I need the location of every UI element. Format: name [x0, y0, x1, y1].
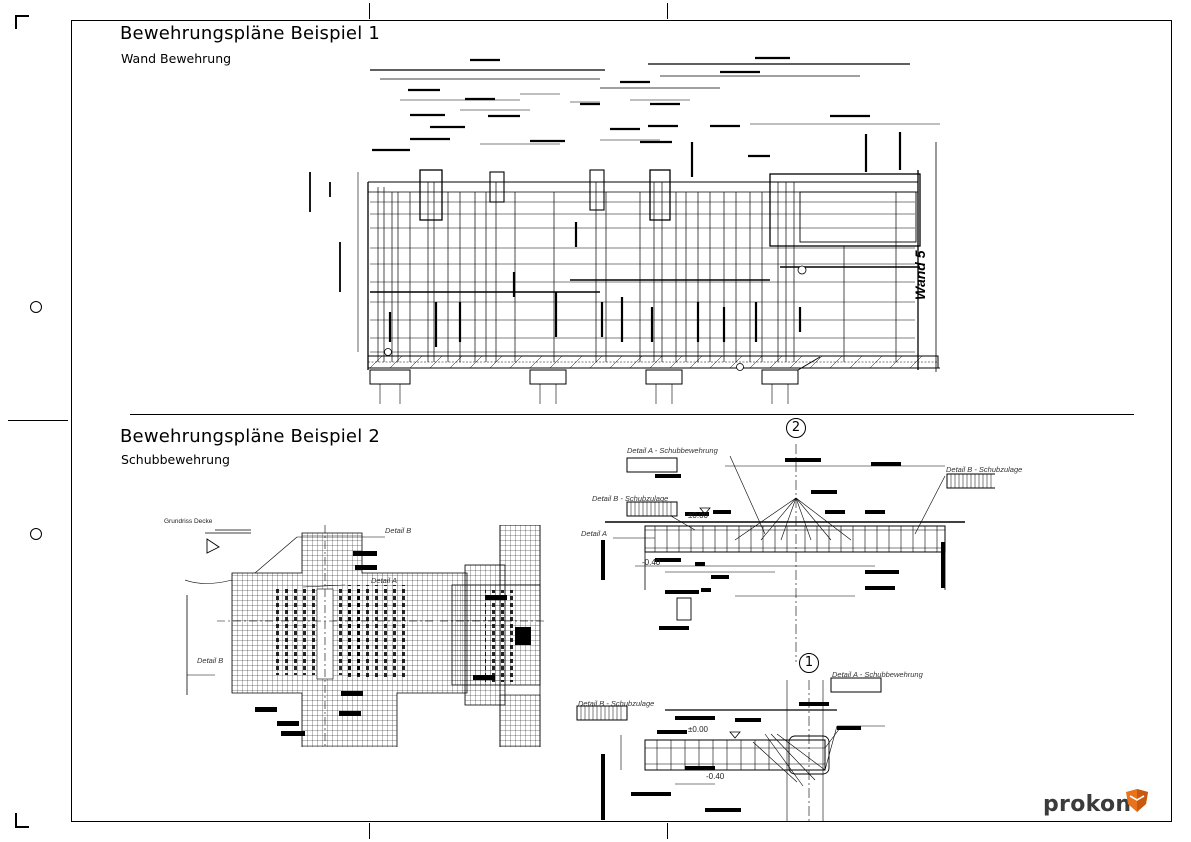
section-detail-b-schub-right: Detail B - Schubzulage: [946, 465, 1023, 474]
section-separator: [130, 414, 1134, 416]
level-top: ±0.00: [688, 511, 708, 520]
section-detail-b-schub-bottom: Detail B - Schubzulage: [578, 699, 655, 708]
fold-mark-left: [8, 420, 68, 421]
fold-mark-bottom-1: [369, 823, 371, 839]
fold-mark-top-2: [667, 3, 669, 19]
section-detail-a-schub-top: Detail A - Schubbewehrung: [627, 446, 718, 455]
plan-detail-b-top: Detail B: [385, 526, 412, 535]
wall-label: Wand 5: [912, 250, 928, 300]
example1-subtitle: Wand Bewehrung: [121, 51, 232, 66]
wall-reinforcement-drawing: [309, 56, 940, 404]
corner-mark-bottom-left-h: [15, 826, 29, 828]
example2-subtitle: Schubbewehrung: [121, 452, 230, 467]
example1-title: Bewehrungspläne Beispiel 1: [120, 23, 380, 44]
slab-plan-drawing: [185, 525, 545, 747]
punch-hole-top: [30, 301, 42, 313]
corner-mark-bottom-left-v: [15, 813, 17, 827]
plan-title: Grundriss Decke: [164, 518, 213, 525]
section-detail-a-schub-bottom: Detail A - Schubbewehrung: [832, 670, 923, 679]
punch-hole-bottom: [30, 528, 42, 540]
prokon-logo-text: prokon: [1043, 792, 1132, 817]
grid-axis-2-label: 2: [786, 418, 806, 438]
drawing-frame: [71, 20, 1172, 822]
plan-detail-b-left: Detail B: [197, 656, 224, 665]
level-low-2: -0.40: [706, 772, 725, 781]
prokon-logo-mark: [1126, 789, 1148, 812]
plan-detail-a: Detail A: [371, 576, 397, 585]
level-low: -0.40: [642, 558, 661, 567]
example2-title: Bewehrungspläne Beispiel 2: [120, 426, 380, 447]
corner-mark-top-left-v: [15, 15, 17, 29]
section-detail-a: Detail A: [581, 529, 607, 538]
corner-mark-top-left-h: [15, 15, 29, 17]
fold-mark-bottom-2: [667, 823, 669, 839]
grid-axis-1-label: 1: [799, 653, 819, 673]
level-top-2: ±0.00: [688, 725, 708, 734]
fold-mark-top-1: [369, 3, 371, 19]
shear-reinforcement-sections: [576, 444, 995, 822]
prokon-logo: prokon: [1043, 792, 1131, 817]
section-detail-b-schub-top: Detail B - Schubzulage: [592, 494, 669, 503]
